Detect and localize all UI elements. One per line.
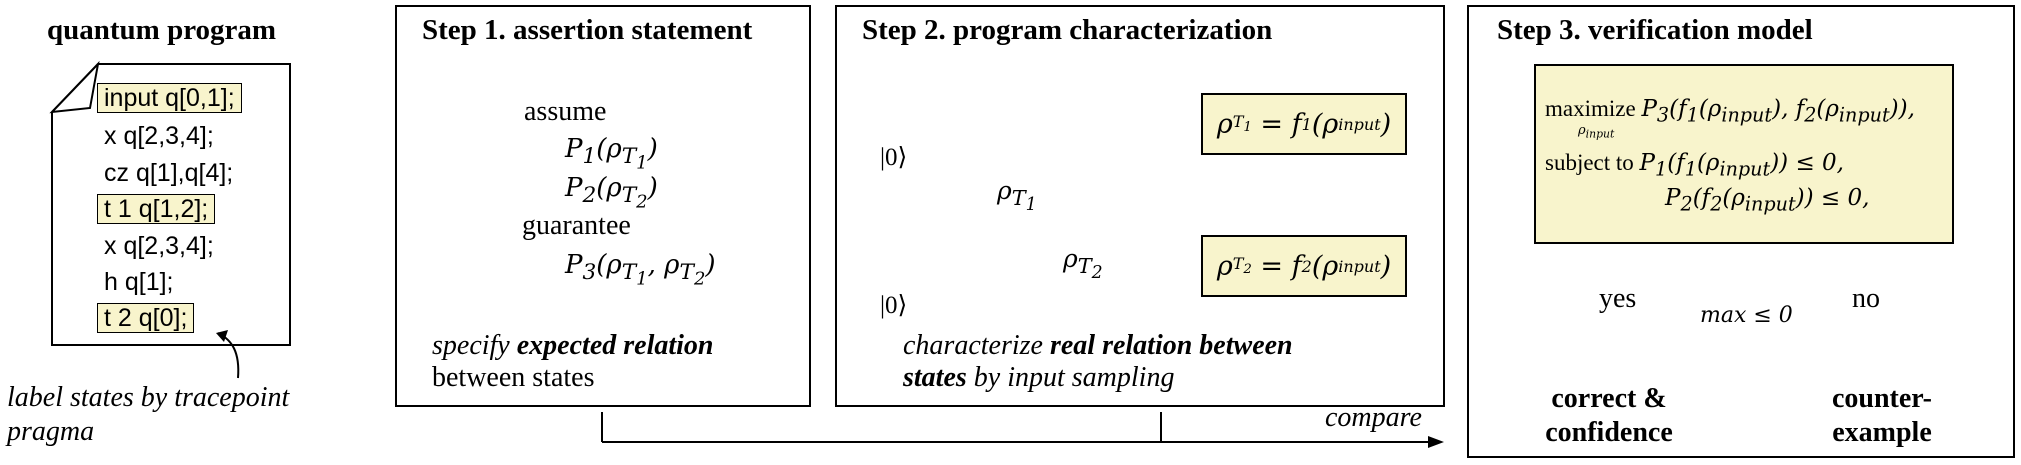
counterexample-outcome: counter-example: [1822, 382, 1942, 450]
program-title: quantum program: [47, 14, 277, 46]
code-line-1: input q[0,1];: [97, 83, 242, 113]
objective-line: maximize P3(f1(ρinput), f2(ρinput)),: [1545, 96, 1915, 127]
maximize-variable: ρinput: [1578, 123, 1615, 141]
p1-expression: P1(ρT1): [565, 134, 658, 174]
compare-label: compare: [1325, 402, 1422, 433]
code-line-5: x q[2,3,4];: [104, 232, 214, 260]
p2-expression: P2(ρT2): [565, 173, 658, 213]
ket-zero-1: |0⟩: [880, 144, 908, 171]
counter-line2: example: [1832, 417, 1932, 448]
counter-line1: counter-: [1831, 383, 1933, 414]
program-fold: [49, 60, 100, 114]
rho-t1-label: ρT1: [997, 176, 1037, 216]
code-line-2: x q[2,3,4];: [104, 122, 214, 150]
verification-model-box: [1534, 64, 1954, 244]
code-line-7: t 2 q[0];: [97, 303, 195, 333]
correct-line2: confidence: [1545, 417, 1673, 448]
code-line-6: h q[1];: [104, 268, 174, 296]
no-label: no: [1852, 283, 1880, 314]
step1-title: Step 1. assertion statement: [422, 14, 753, 46]
step1-caption-line1: specify expected relation: [432, 330, 714, 361]
constraint-line-2: P2(f2(ρinput)) ≤ 0,: [1665, 185, 1870, 216]
correct-line1: correct &: [1551, 383, 1667, 414]
program-caption-line1: label states by tracepoint: [7, 382, 290, 413]
constraint-line-1: subject to P1(f1(ρinput)) ≤ 0,: [1545, 150, 1844, 181]
ket-zero-2: |0⟩: [880, 292, 908, 319]
guarantee-label: guarantee: [522, 210, 631, 241]
p3-expression: P3(ρT1, ρT2): [565, 250, 716, 290]
yes-label: yes: [1599, 283, 1637, 314]
step1-panel: [395, 5, 811, 407]
step1-caption-line2: between states: [432, 362, 595, 393]
step2-caption-line1: characterize real relation between: [903, 330, 1293, 361]
tracepoint-arrowhead: [216, 330, 228, 342]
decision-label: max ≤ 0: [1700, 303, 1793, 328]
assume-label: assume: [524, 96, 607, 127]
correct-outcome: correct &confidence: [1544, 382, 1674, 450]
code-line-3: cz q[1],q[4];: [104, 159, 234, 187]
step2-title: Step 2. program characterization: [862, 14, 1273, 46]
step3-title: Step 3. verification model: [1497, 14, 1813, 46]
code-line-4: t 1 q[1,2];: [97, 194, 216, 224]
step2-panel: [835, 5, 1445, 407]
rho-t2-label: ρT2: [1063, 244, 1103, 284]
step2-caption-line2: states by input sampling: [903, 362, 1175, 393]
program-caption-line2: pragma: [7, 416, 95, 447]
compare-connector: [601, 412, 1444, 448]
